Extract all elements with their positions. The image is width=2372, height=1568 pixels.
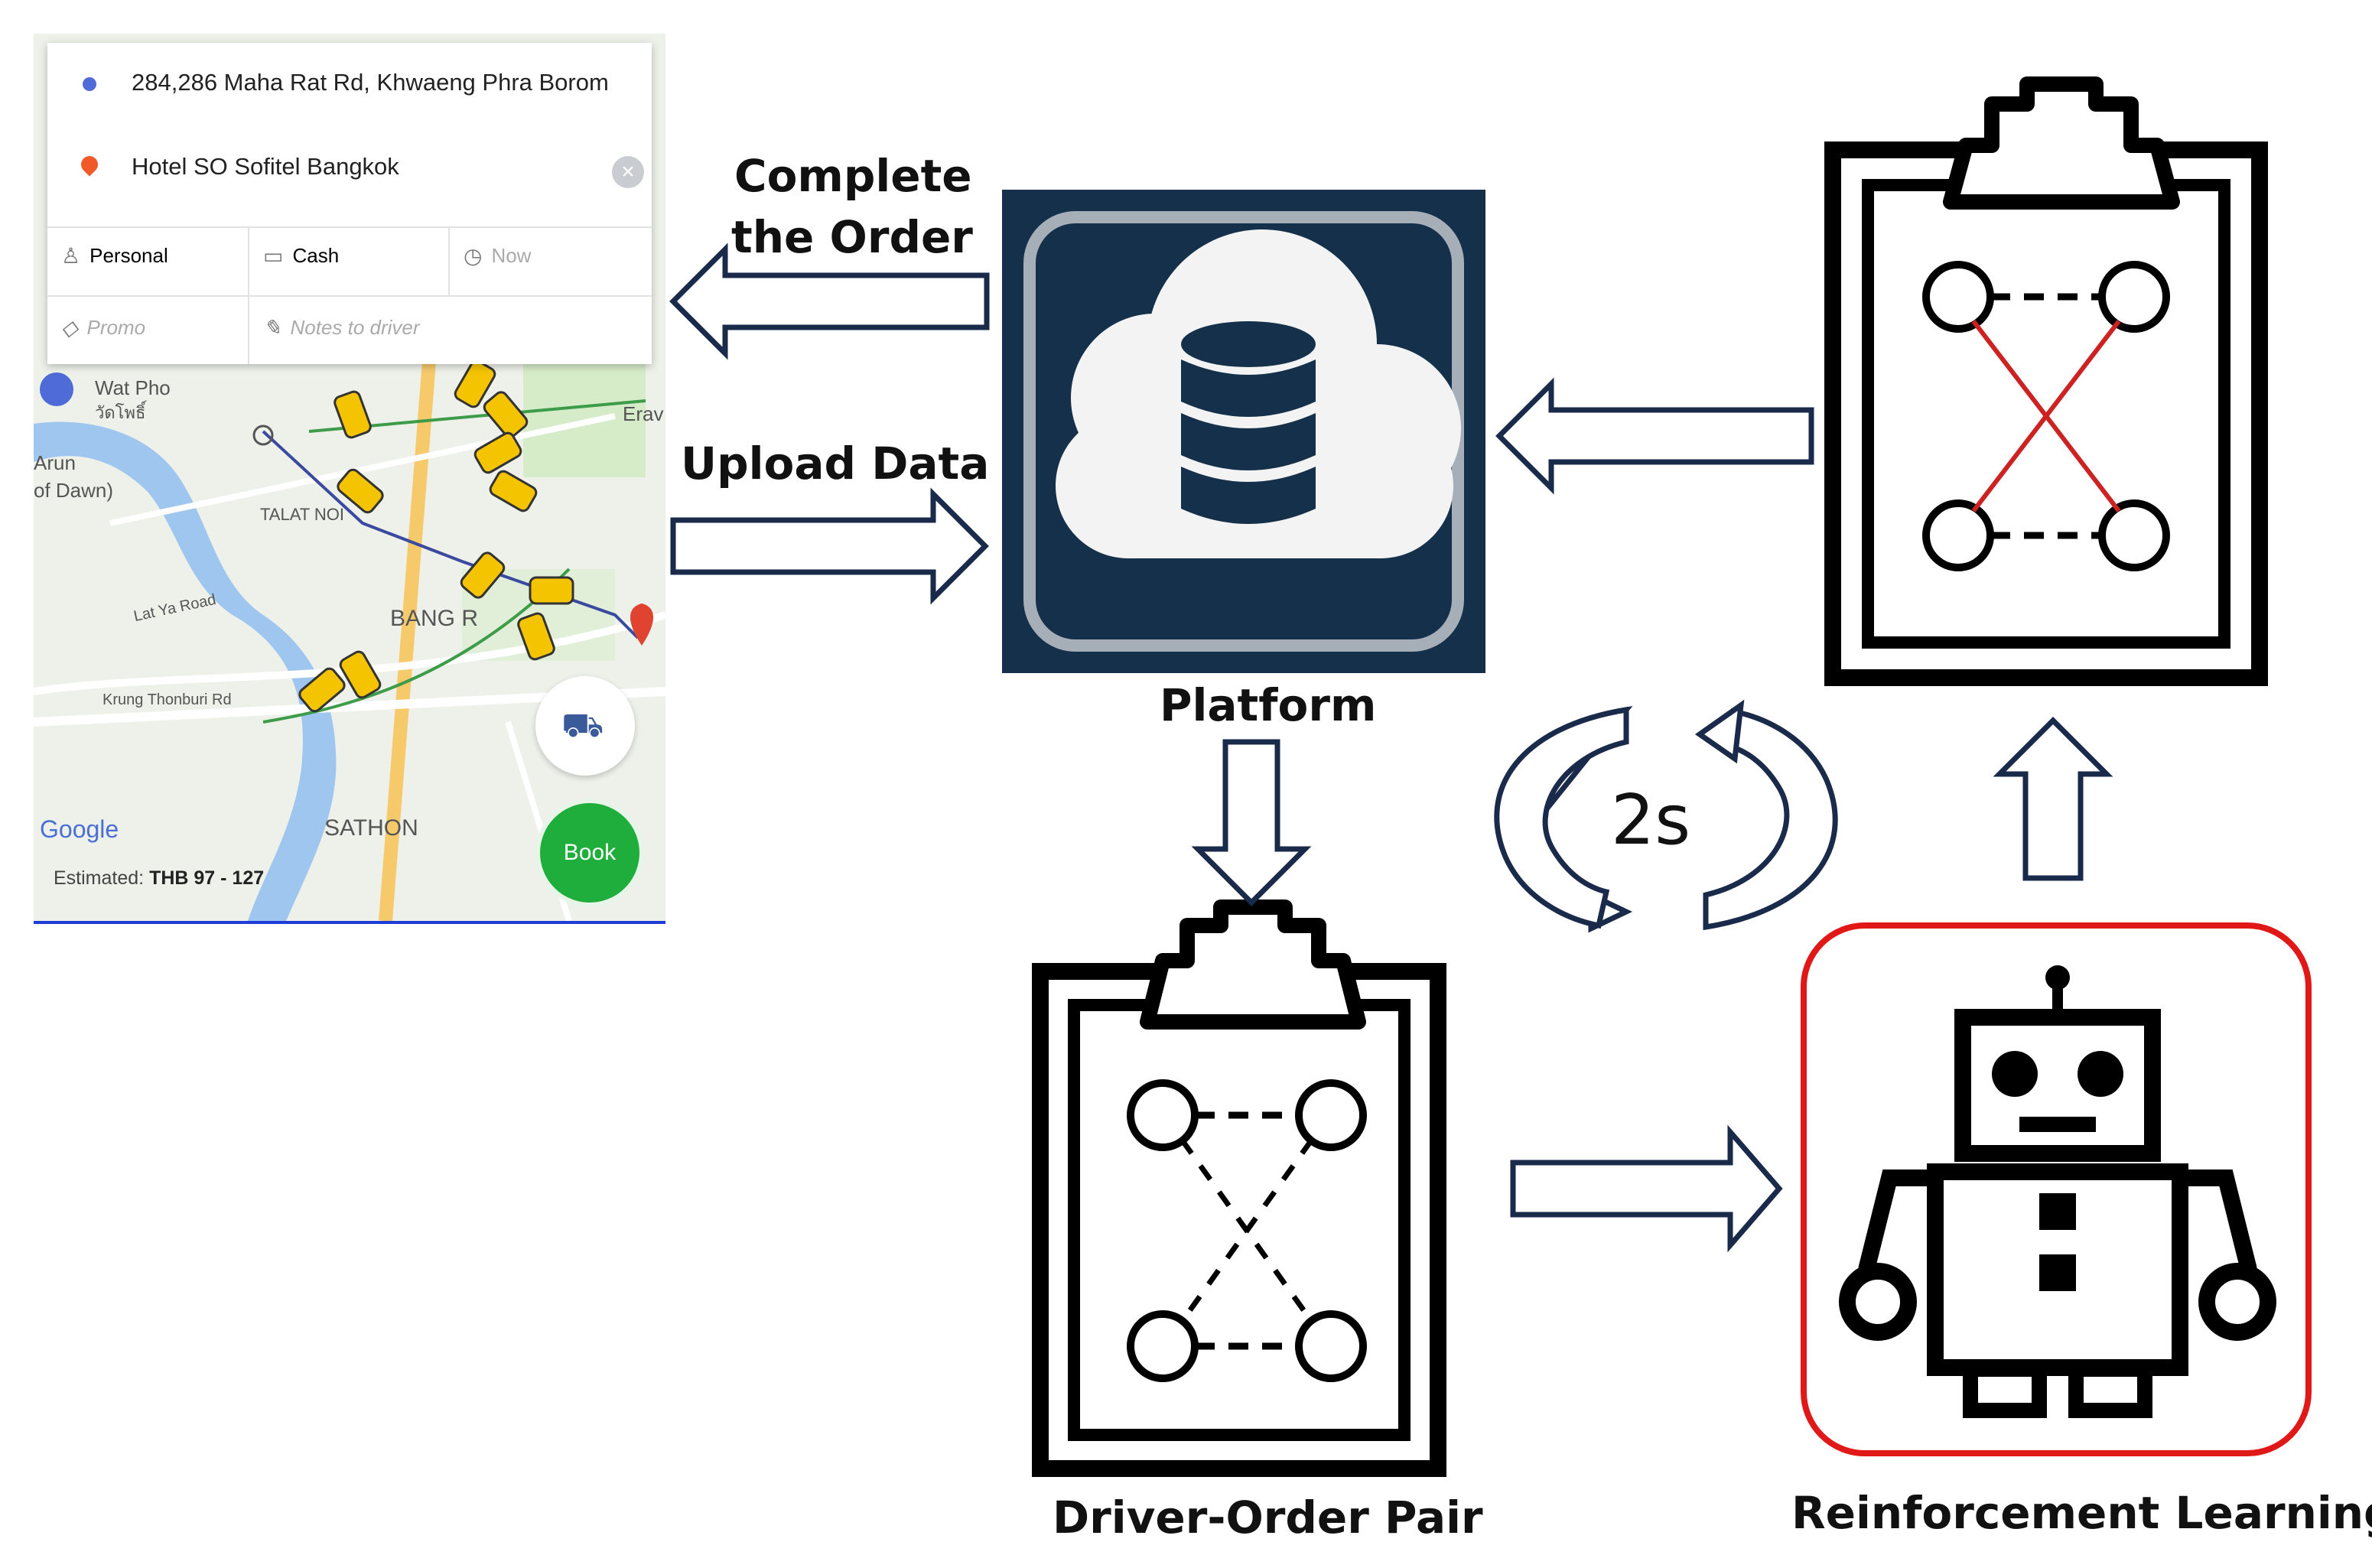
arrow-to-decision-up <box>1993 717 2113 881</box>
now-label: Now <box>491 244 532 267</box>
origin-field[interactable]: 284,286 Maha Rat Rd, Khwaeng Phra Borom <box>132 69 609 96</box>
personal-option[interactable]: ♙ Personal <box>61 243 168 268</box>
map-label-of-dawn: of Dawn) <box>34 479 114 502</box>
tag-icon: ◇ <box>61 316 78 340</box>
map-label-bang-rak: BANG R <box>390 606 479 631</box>
cars-icon: ⛟ <box>561 707 604 744</box>
close-icon[interactable]: × <box>612 156 644 188</box>
google-logo: Google <box>40 815 119 843</box>
arrow-to-decision <box>1495 377 1814 495</box>
platform-label: Platform <box>1160 679 1377 731</box>
edit-icon: ✎ <box>263 316 281 340</box>
ride-hailing-app-screenshot: 284,286 Maha Rat Rd, Khwaeng Phra Borom … <box>34 34 665 924</box>
reinforcement-learning-agent <box>1801 922 2312 1456</box>
platform-icon <box>1002 190 1485 673</box>
map-label-krung-thonburi: Krung Thonburi Rd <box>102 691 232 708</box>
matched-pair-clipboard-icon <box>1824 76 2268 686</box>
map-label-talat-noi: TALAT NOI <box>260 505 345 524</box>
cash-label: Cash <box>292 244 340 267</box>
cash-icon: ▭ <box>263 244 284 268</box>
map-label-arun: Arun <box>34 451 76 474</box>
trip-details-card: 284,286 Maha Rat Rd, Khwaeng Phra Borom … <box>47 43 652 364</box>
nearby-cars-button[interactable]: ⛟ <box>535 676 635 776</box>
cycle-arrows <box>1494 699 1838 933</box>
notes-option[interactable]: ✎ Notes to driver <box>263 315 420 340</box>
personal-label: Personal <box>89 244 168 267</box>
promo-label: Promo <box>86 316 146 339</box>
now-option[interactable]: ◷ Now <box>464 243 531 268</box>
driver-order-pair-clipboard-icon <box>1032 899 1446 1477</box>
arrow-to-pairs <box>1191 739 1312 906</box>
database-icon <box>1181 321 1316 524</box>
cycle-time-label: 2s <box>1611 780 1691 860</box>
destination-field[interactable]: Hotel SO Sofitel Bangkok <box>132 153 399 180</box>
robot-icon <box>1839 965 2276 1418</box>
cash-option[interactable]: ▭ Cash <box>263 243 339 268</box>
reinforcement-learning-label: Reinforcement Learning <box>1791 1487 2372 1539</box>
complete-order-label-line2: the Order <box>731 211 973 263</box>
estimate-prefix: Estimated: <box>54 867 145 889</box>
arrow-to-platform <box>670 487 989 605</box>
origin-dot-icon <box>83 77 96 91</box>
arrow-to-app <box>669 242 990 360</box>
complete-order-label-line1: Complete <box>734 150 972 202</box>
upload-data-label: Upload Data <box>681 438 990 490</box>
notes-label: Notes to driver <box>290 316 420 339</box>
map-label-wat-pho: Wat Pho <box>95 376 171 399</box>
person-icon: ♙ <box>61 244 81 268</box>
clock-icon: ◷ <box>464 244 483 268</box>
map-label-sathon: SATHON <box>324 815 418 841</box>
estimate-value: THB 97 - 127 <box>149 867 265 889</box>
arrow-to-agent <box>1510 1124 1783 1253</box>
book-button[interactable]: Book <box>535 799 644 907</box>
map-label-wat-pho-thai: วัดโพธิ์ <box>95 403 146 422</box>
map-label-erawan: Erav <box>623 402 664 425</box>
driver-order-pair-label: Driver-Order Pair <box>1053 1492 1483 1544</box>
fare-estimate: Estimated: THB 97 - 127 <box>54 867 264 890</box>
promo-option[interactable]: ◇ Promo <box>61 315 145 340</box>
